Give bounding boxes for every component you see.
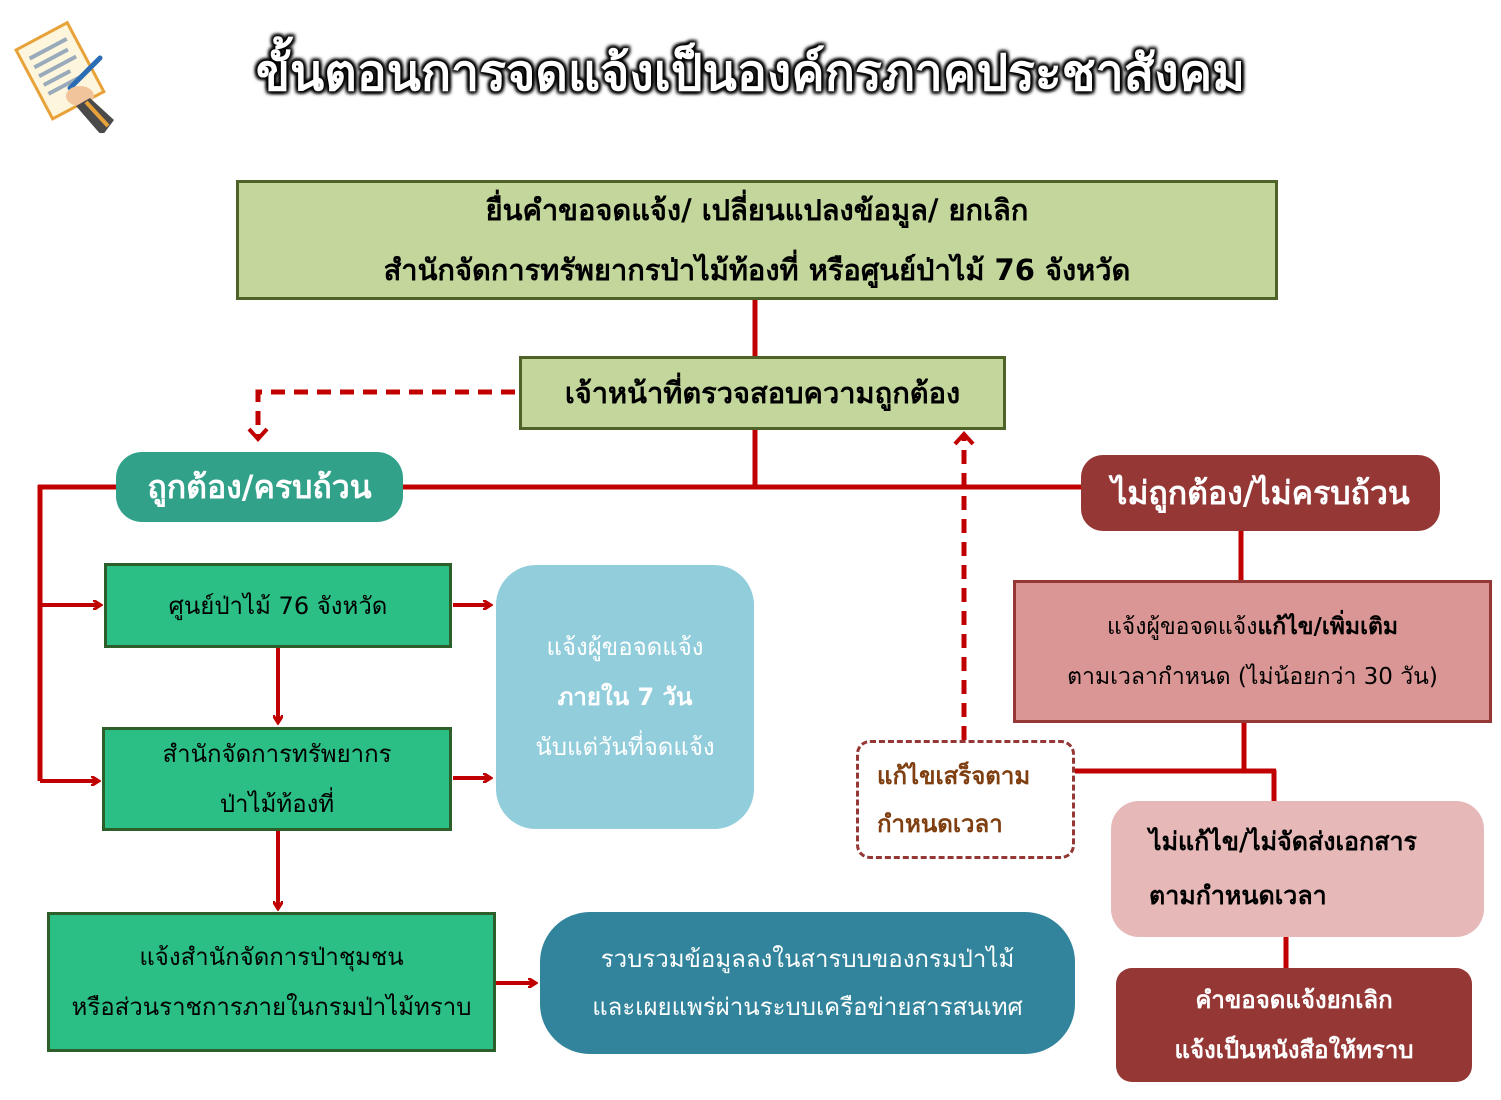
notify-applicant-line2: ภายใน 7 วัน (557, 683, 693, 711)
request-fix-line1-plain: แจ้งผู้ขอจดแจ้ง (1106, 613, 1258, 640)
request-fix-line1: แจ้งผู้ขอจดแจ้งแก้ไข/เพิ่มเติม (1107, 602, 1398, 652)
fixed-on-time-box: แก้ไขเสร็จตาม กำหนดเวลา (856, 740, 1075, 859)
incorrect-incomplete-pill: ไม่ถูกต้อง/ไม่ครบถ้วน (1081, 455, 1440, 531)
collect-data-box: รวบรวมข้อมูลลงในสารบบของกรมป่าไม้ และเผย… (540, 912, 1075, 1054)
collect-data-line2: และเผยแพร่ผ่านระบบเครือข่ายสารสนเทศ (592, 993, 1023, 1021)
correct-complete-label: ถูกต้อง/ครบถ้วน (147, 467, 372, 506)
submit-request-box: ยื่นคำขอจดแจ้ง/ เปลี่ยนแปลงข้อมูล/ ยกเลิ… (236, 180, 1278, 300)
submit-request-line1: ยื่นคำขอจดแจ้ง/ เปลี่ยนแปลงข้อมูล/ ยกเลิ… (485, 193, 1029, 227)
officer-verify-label: เจ้าหน้าที่ตรวจสอบความถูกต้อง (564, 376, 961, 410)
correct-complete-pill: ถูกต้อง/ครบถ้วน (116, 452, 403, 522)
not-fixed-box: ไม่แก้ไข/ไม่จัดส่งเอกสาร ตามกำหนดเวลา (1111, 801, 1484, 937)
forest-center-box: ศูนย์ป่าไม้ 76 จังหวัด (104, 563, 452, 648)
fixed-on-time-line1: แก้ไขเสร็จตาม (877, 761, 1031, 790)
fixed-on-time-line2: กำหนดเวลา (877, 809, 1003, 838)
forest-center-label: ศูนย์ป่าไม้ 76 จังหวัด (168, 591, 388, 620)
cancel-request-line2: แจ้งเป็นหนังสือให้ทราบ (1174, 1036, 1414, 1064)
dashed-arrow-verify-to-correct (247, 389, 515, 442)
notify-applicant-line1: แจ้งผู้ขอจดแจ้ง (546, 633, 704, 661)
regional-office-line2: ป่าไม้ท้องที่ (219, 790, 335, 818)
regional-office-line1: สำนักจัดการทรัพยากร (162, 740, 392, 768)
request-fix-box: แจ้งผู้ขอจดแจ้งแก้ไข/เพิ่มเติม ตามเวลากำ… (1013, 580, 1492, 723)
notify-community-box: แจ้งสำนักจัดการป่าชุมชน หรือส่วนราชการภา… (47, 912, 496, 1052)
submit-request-line2: สำนักจัดการทรัพยากรป่าไม้ท้องที่ หรือศูน… (383, 253, 1131, 287)
notify-community-line1: แจ้งสำนักจัดการป่าชุมชน (139, 943, 404, 971)
regional-office-box: สำนักจัดการทรัพยากร ป่าไม้ท้องที่ (102, 727, 452, 831)
not-fixed-line2: ตามกำหนดเวลา (1149, 881, 1327, 910)
cancel-request-box: คำขอจดแจ้งยกเลิก แจ้งเป็นหนังสือให้ทราบ (1116, 968, 1472, 1082)
cancel-request-line1: คำขอจดแจ้งยกเลิก (1195, 986, 1393, 1014)
page-title: ขั้นตอนการจดแจ้งเป็นองค์กรภาคประชาสังคม (255, 44, 1246, 102)
not-fixed-line1: ไม่แก้ไข/ไม่จัดส่งเอกสาร (1149, 827, 1417, 856)
notify-applicant-box: แจ้งผู้ขอจดแจ้ง ภายใน 7 วัน นับแต่วันที่… (496, 565, 754, 829)
request-fix-line1-bold: แก้ไข/เพิ่มเติม (1257, 613, 1399, 640)
request-fix-line2: ตามเวลากำหนด (ไม่น้อยกว่า 30 วัน) (1067, 663, 1438, 690)
notify-community-line2: หรือส่วนราชการภายในกรมป่าไม้ทราบ (71, 993, 472, 1021)
collect-data-line1: รวบรวมข้อมูลลงในสารบบของกรมป่าไม้ (600, 945, 1015, 973)
incorrect-incomplete-label: ไม่ถูกต้อง/ไม่ครบถ้วน (1111, 473, 1410, 512)
officer-verify-box: เจ้าหน้าที่ตรวจสอบความถูกต้อง (519, 356, 1006, 430)
notify-applicant-line3: นับแต่วันที่จดแจ้ง (535, 733, 715, 761)
document-signing-icon (10, 18, 115, 136)
